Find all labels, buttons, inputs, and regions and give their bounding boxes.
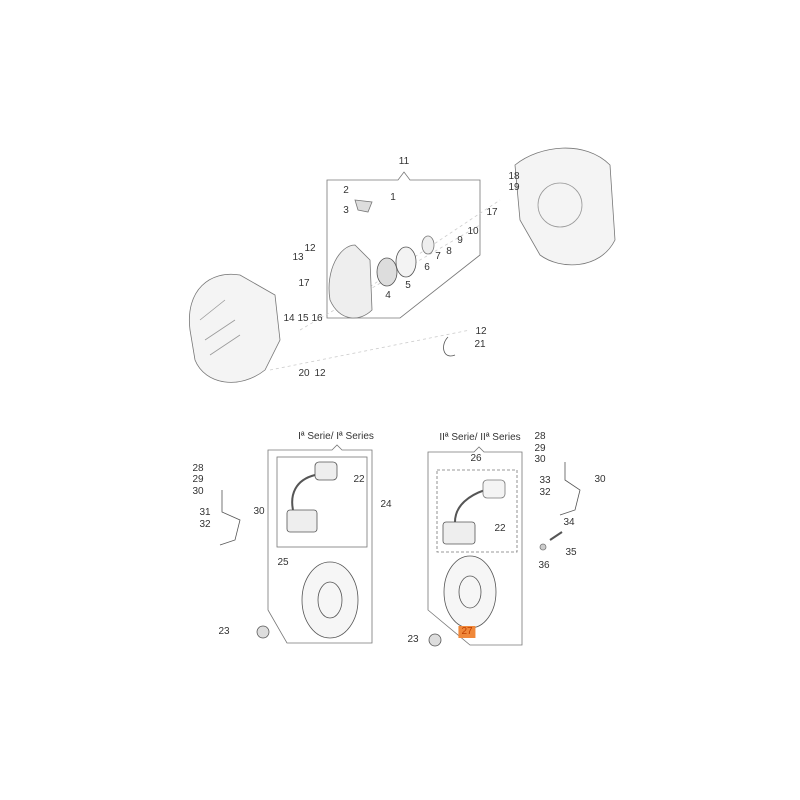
callout-22[interactable]: 22 xyxy=(494,523,506,534)
callout-29[interactable]: 29 xyxy=(192,474,204,485)
callout-35[interactable]: 35 xyxy=(565,547,577,558)
cable-21 xyxy=(443,336,456,357)
ignition-box-24 xyxy=(276,456,368,548)
callout-1[interactable]: 1 xyxy=(390,192,396,203)
series1-frame xyxy=(267,444,373,644)
callout-29[interactable]: 29 xyxy=(534,443,546,454)
callout-21[interactable]: 21 xyxy=(474,339,486,350)
pulley-5 xyxy=(395,246,417,278)
series2-frame xyxy=(427,446,523,646)
callout-31[interactable]: 31 xyxy=(199,507,211,518)
callout-7[interactable]: 7 xyxy=(435,251,441,262)
series2-title: IIª Serie/ IIª Series xyxy=(439,432,521,443)
callout-33[interactable]: 33 xyxy=(539,475,551,486)
ignition-coil-2 xyxy=(442,521,476,545)
starter-group-frame xyxy=(326,171,481,319)
callout-30[interactable]: 30 xyxy=(192,486,204,497)
callout-25[interactable]: 25 xyxy=(277,557,289,568)
callout-8[interactable]: 8 xyxy=(446,246,452,257)
handle-3 xyxy=(354,199,373,213)
pawl-6 xyxy=(421,235,435,255)
callout-14[interactable]: 14 xyxy=(283,313,295,324)
callout-2[interactable]: 2 xyxy=(343,185,349,196)
callout-9[interactable]: 9 xyxy=(457,235,463,246)
callout-18[interactable]: 18 xyxy=(508,171,520,182)
blower-housing-left xyxy=(188,273,281,383)
nut-23-b xyxy=(428,633,442,647)
callout-10[interactable]: 10 xyxy=(467,226,479,237)
ignition-coil-1 xyxy=(286,509,318,533)
callout-5[interactable]: 5 xyxy=(405,280,411,291)
callout-30[interactable]: 30 xyxy=(594,474,606,485)
callout-34[interactable]: 34 xyxy=(563,517,575,528)
callout-32[interactable]: 32 xyxy=(199,519,211,530)
callout-6[interactable]: 6 xyxy=(424,262,430,273)
callout-13[interactable]: 13 xyxy=(292,252,304,263)
flywheel-27 xyxy=(443,555,497,629)
callout-12[interactable]: 12 xyxy=(304,243,316,254)
flywheel-25 xyxy=(301,561,359,639)
callout-23[interactable]: 23 xyxy=(218,626,230,637)
callout-36[interactable]: 36 xyxy=(538,560,550,571)
callout-22[interactable]: 22 xyxy=(353,474,365,485)
callout-28[interactable]: 28 xyxy=(192,463,204,474)
engine-housing-right xyxy=(514,147,616,266)
callout-15[interactable]: 15 xyxy=(297,313,309,324)
wire-right xyxy=(559,462,581,516)
callout-3[interactable]: 3 xyxy=(343,205,349,216)
callout-28[interactable]: 28 xyxy=(534,431,546,442)
bolt-34 xyxy=(549,531,563,541)
callout-4[interactable]: 4 xyxy=(385,290,391,301)
callout-27-highlighted[interactable]: 27 xyxy=(458,626,476,638)
callout-23[interactable]: 23 xyxy=(407,634,419,645)
callout-12[interactable]: 12 xyxy=(475,326,487,337)
callout-26[interactable]: 26 xyxy=(470,453,482,464)
callout-17[interactable]: 17 xyxy=(486,207,498,218)
spring-4 xyxy=(376,257,398,287)
callout-16[interactable]: 16 xyxy=(311,313,323,324)
series1-title: Iª Serie/ Iª Series xyxy=(298,431,374,442)
wire-left xyxy=(219,490,241,546)
callout-30[interactable]: 30 xyxy=(534,454,546,465)
callout-30[interactable]: 30 xyxy=(253,506,265,517)
callout-11[interactable]: 11 xyxy=(398,156,410,167)
callout-20[interactable]: 20 xyxy=(298,368,310,379)
callout-19[interactable]: 19 xyxy=(508,182,520,193)
callout-24[interactable]: 24 xyxy=(380,499,392,510)
starter-housing xyxy=(328,244,373,319)
ignition-box-26 xyxy=(436,469,518,553)
nut-23-a xyxy=(256,625,270,639)
callout-17[interactable]: 17 xyxy=(298,278,310,289)
callout-12[interactable]: 12 xyxy=(314,368,326,379)
callout-32[interactable]: 32 xyxy=(539,487,551,498)
